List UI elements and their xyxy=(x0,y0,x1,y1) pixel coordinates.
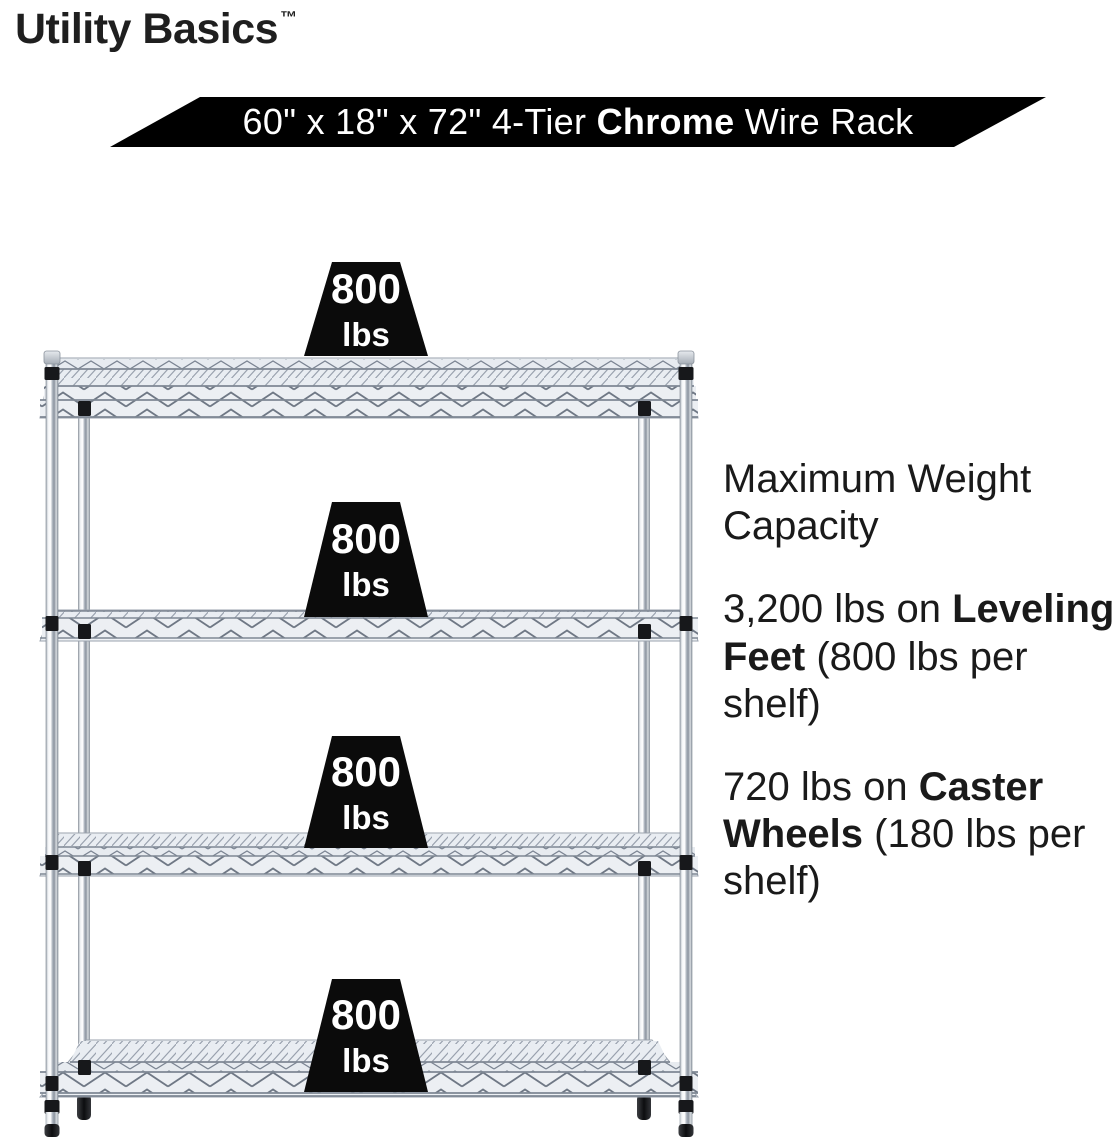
weight-unit: lbs xyxy=(342,315,390,353)
rack-shelf-3 xyxy=(39,832,699,877)
rack-foot-front-right xyxy=(678,1100,694,1137)
info-text-bold: Leveling Feet xyxy=(723,587,1115,679)
weight-value: 800 xyxy=(330,515,402,562)
weight-unit: lbs xyxy=(342,1042,390,1079)
banner-text-prefix: 60" x 18" x 72" 4-Tier xyxy=(242,101,597,142)
rack-post-cap-right xyxy=(677,350,695,365)
rack-post-cap-left xyxy=(43,350,61,365)
banner-text-highlight: Chrome xyxy=(596,101,735,142)
weight-unit: lbs xyxy=(342,798,390,836)
info-text: (180 lbs per shelf) xyxy=(723,812,1086,904)
rack-shelf-1 xyxy=(39,357,699,419)
weight-value: 800 xyxy=(330,747,402,795)
info-item-leveling-feet: 3,200 lbs on Leveling Feet (800 lbs per … xyxy=(723,586,1115,728)
info-text: (800 lbs per shelf) xyxy=(723,634,1028,726)
info-text: 720 lbs on xyxy=(723,764,919,809)
weight-label-shelf-3: 800 lbs xyxy=(304,736,428,848)
trademark-symbol: ™ xyxy=(280,8,297,27)
rack-foot-back-right xyxy=(637,1094,651,1120)
info-text-bold: Caster Wheels xyxy=(723,764,1044,857)
rack-foot-front-left xyxy=(44,1100,60,1137)
brand-name: Utility Basics xyxy=(15,5,279,53)
info-heading: Maximum Weight Capacity xyxy=(723,457,1032,549)
rack-front-posts xyxy=(43,350,695,1137)
info-item-caster-wheels: 720 lbs on Caster Wheels (180 lbs per sh… xyxy=(723,764,1115,906)
weight-value: 800 xyxy=(330,991,402,1038)
rack-collars xyxy=(44,367,694,1091)
weight-value: 800 xyxy=(330,264,402,312)
product-title-banner: 60" x 18" x 72" 4-Tier Chrome Wire Rack xyxy=(110,97,1046,147)
banner-text-suffix: Wire Rack xyxy=(734,101,914,142)
info-section: Maximum Weight Capacity 3,200 lbs on Lev… xyxy=(723,456,1115,942)
weight-unit: lbs xyxy=(342,566,390,603)
info-text: 3,200 lbs on xyxy=(723,587,953,632)
rack-foot-back-left xyxy=(77,1094,91,1120)
